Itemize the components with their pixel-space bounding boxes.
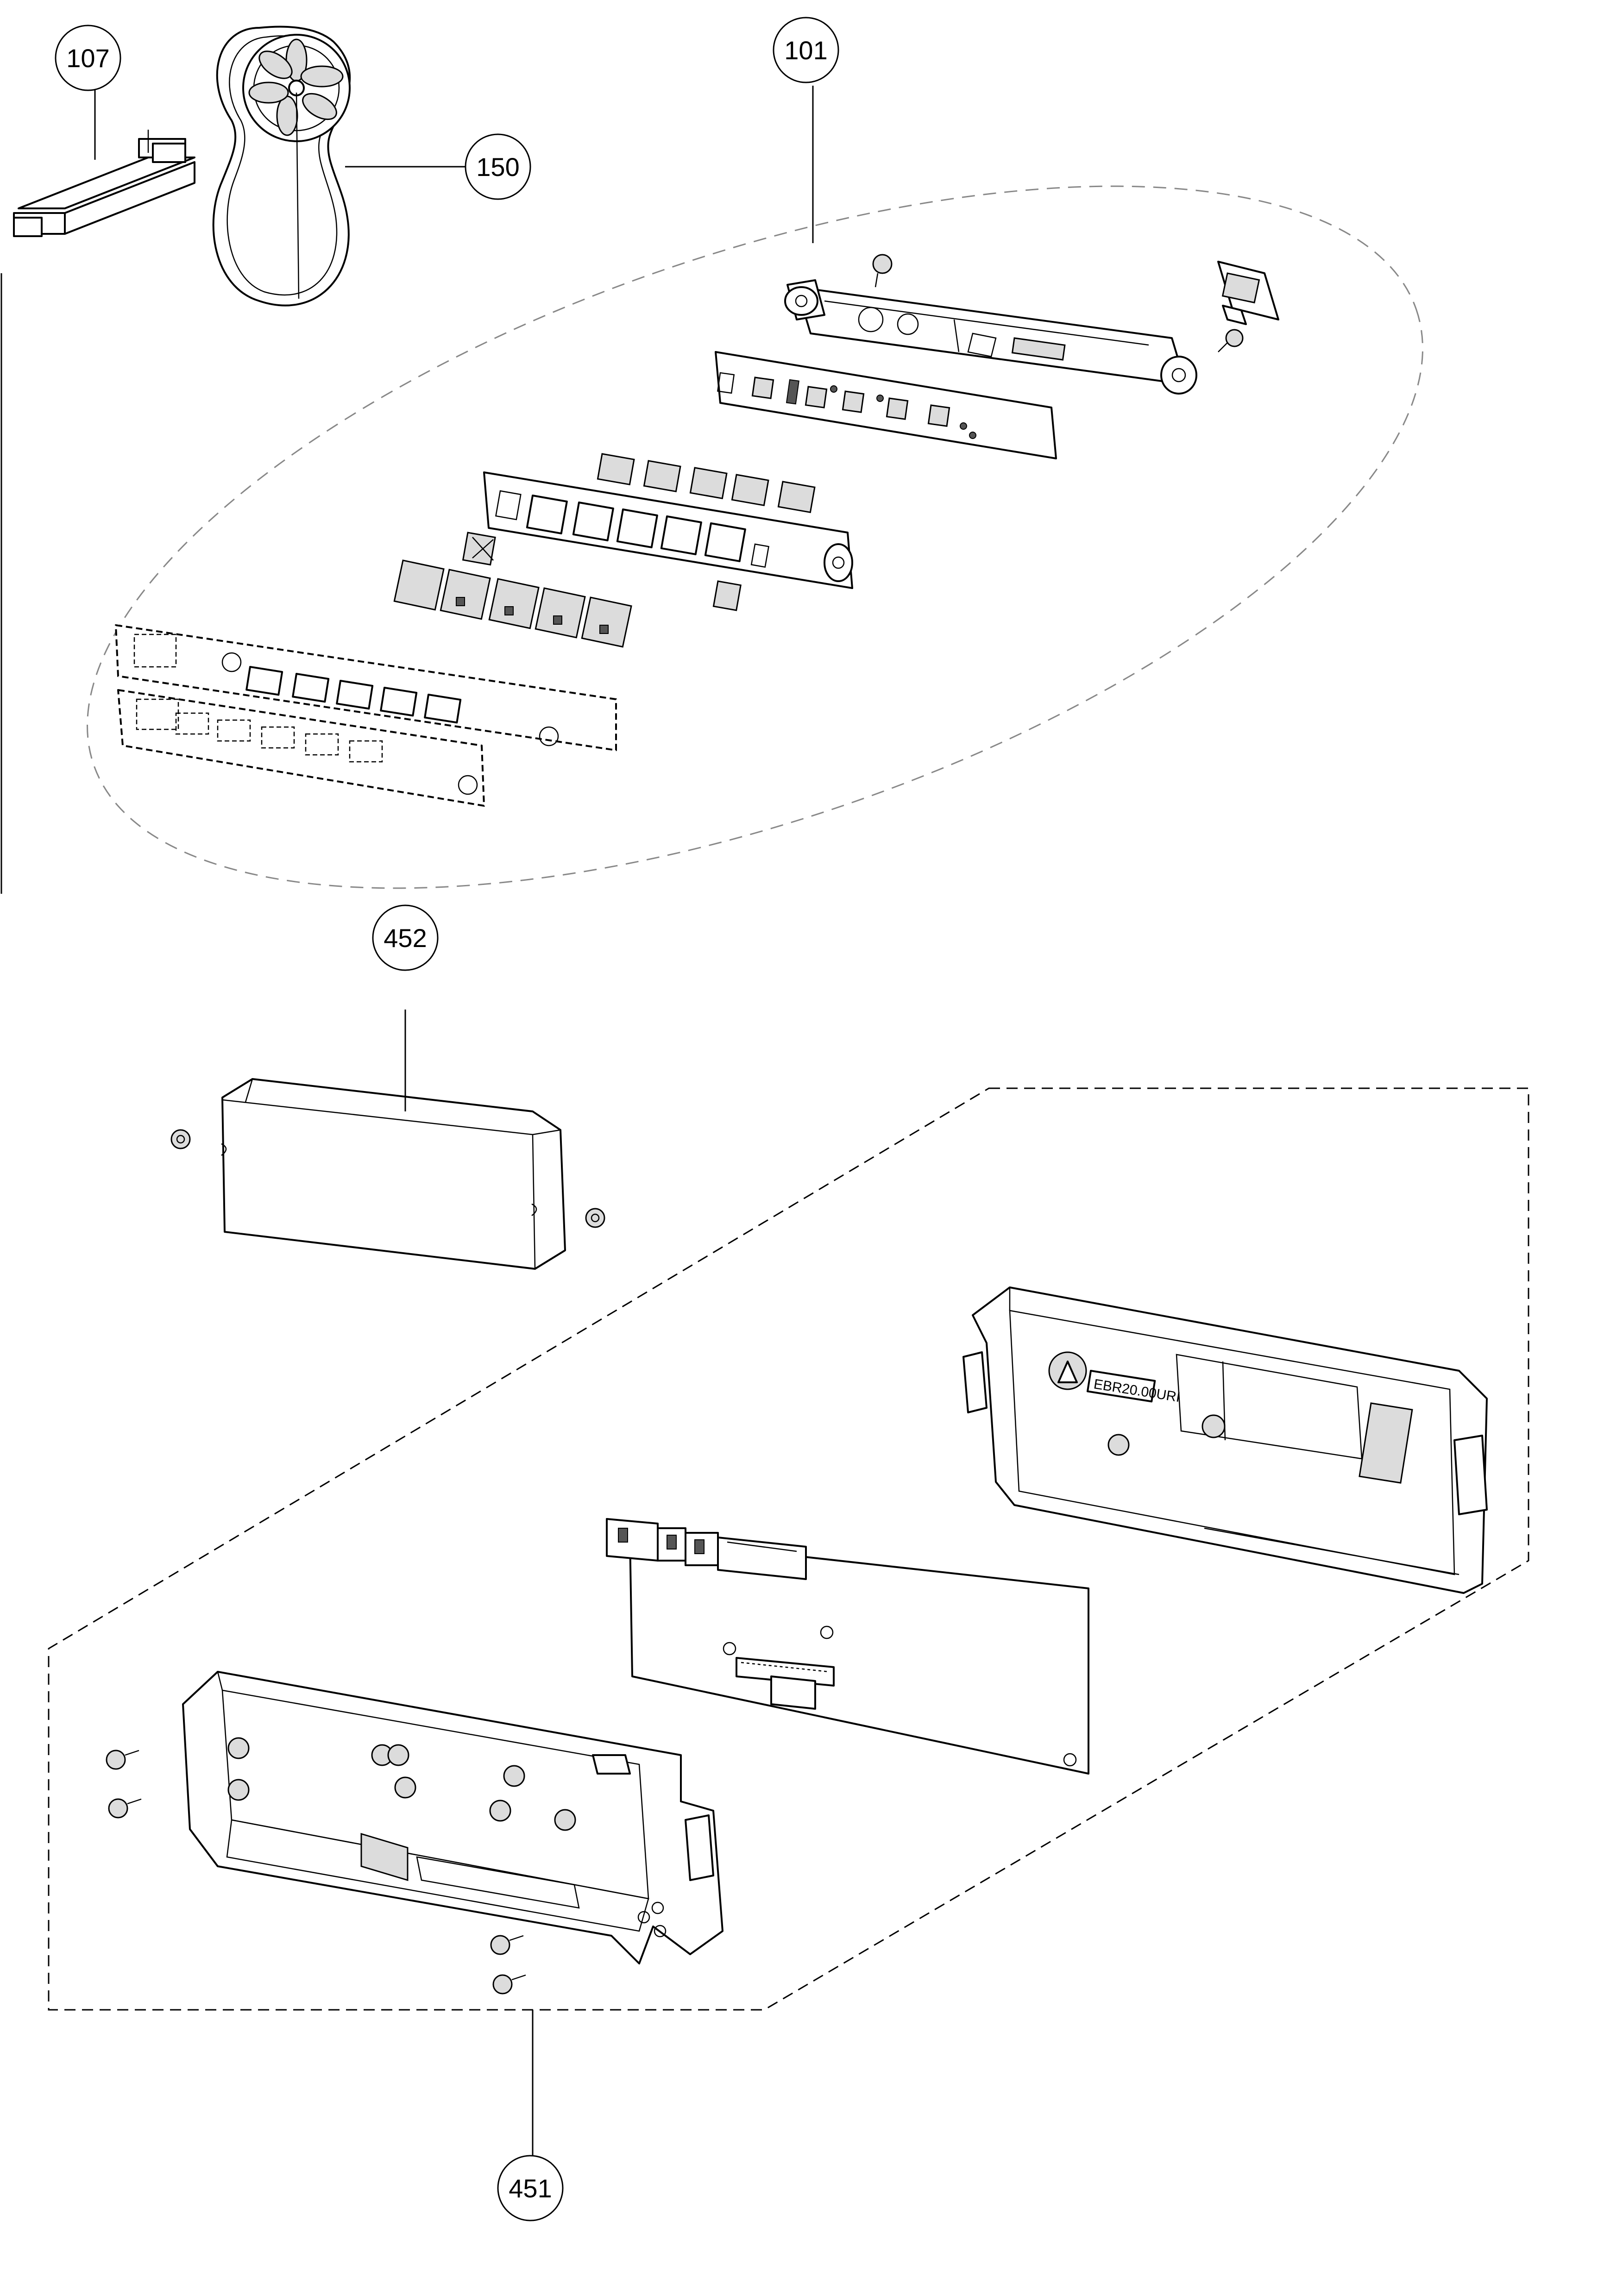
part-101-display-pcb xyxy=(715,351,1057,459)
part-451-main-pcb xyxy=(606,1518,1089,1775)
part-101-button-caps-small xyxy=(597,453,816,514)
callout-107: 107 xyxy=(55,25,121,91)
callout-101: 101 xyxy=(773,17,839,83)
part-101-clip xyxy=(1217,261,1279,325)
svg-text:107: 107 xyxy=(66,44,109,73)
part-101-button-frame xyxy=(483,471,853,589)
part-101-button-cap-single xyxy=(462,532,742,611)
callout-452: 452 xyxy=(372,904,439,971)
callout-150: 150 xyxy=(465,133,531,200)
part-101-display-frame-top xyxy=(784,279,1197,395)
part-451-lower-case xyxy=(182,1671,723,1964)
part-150-remote-control xyxy=(212,25,351,307)
svg-text:451: 451 xyxy=(509,2174,552,2203)
part-452-screw-right xyxy=(585,1208,605,1228)
part-451-upper-case: EBR20.00URI xyxy=(962,1286,1488,1594)
part-101-button-keys xyxy=(393,559,632,648)
svg-text:452: 452 xyxy=(384,923,427,953)
part-101-front-decor-panel-top xyxy=(115,624,617,751)
part-452-screw-left xyxy=(170,1129,191,1149)
part-101-screw-2 xyxy=(1218,329,1244,352)
part-451-screws-left xyxy=(106,1750,142,1819)
part-101-front-decor-panel-bottom xyxy=(117,689,485,807)
part-107-bracket xyxy=(13,130,195,237)
svg-text:101: 101 xyxy=(784,36,827,65)
group-101-boundary xyxy=(87,185,1423,889)
group-451-boundary xyxy=(48,1087,1529,2011)
callout-451: 451 xyxy=(497,2155,564,2221)
part-101-screw xyxy=(872,254,893,288)
svg-text:150: 150 xyxy=(476,152,519,182)
remote-wheel-spokes xyxy=(248,38,344,136)
part-452-cover xyxy=(221,1078,566,1270)
part-451-screws-bottom xyxy=(490,1935,526,1995)
